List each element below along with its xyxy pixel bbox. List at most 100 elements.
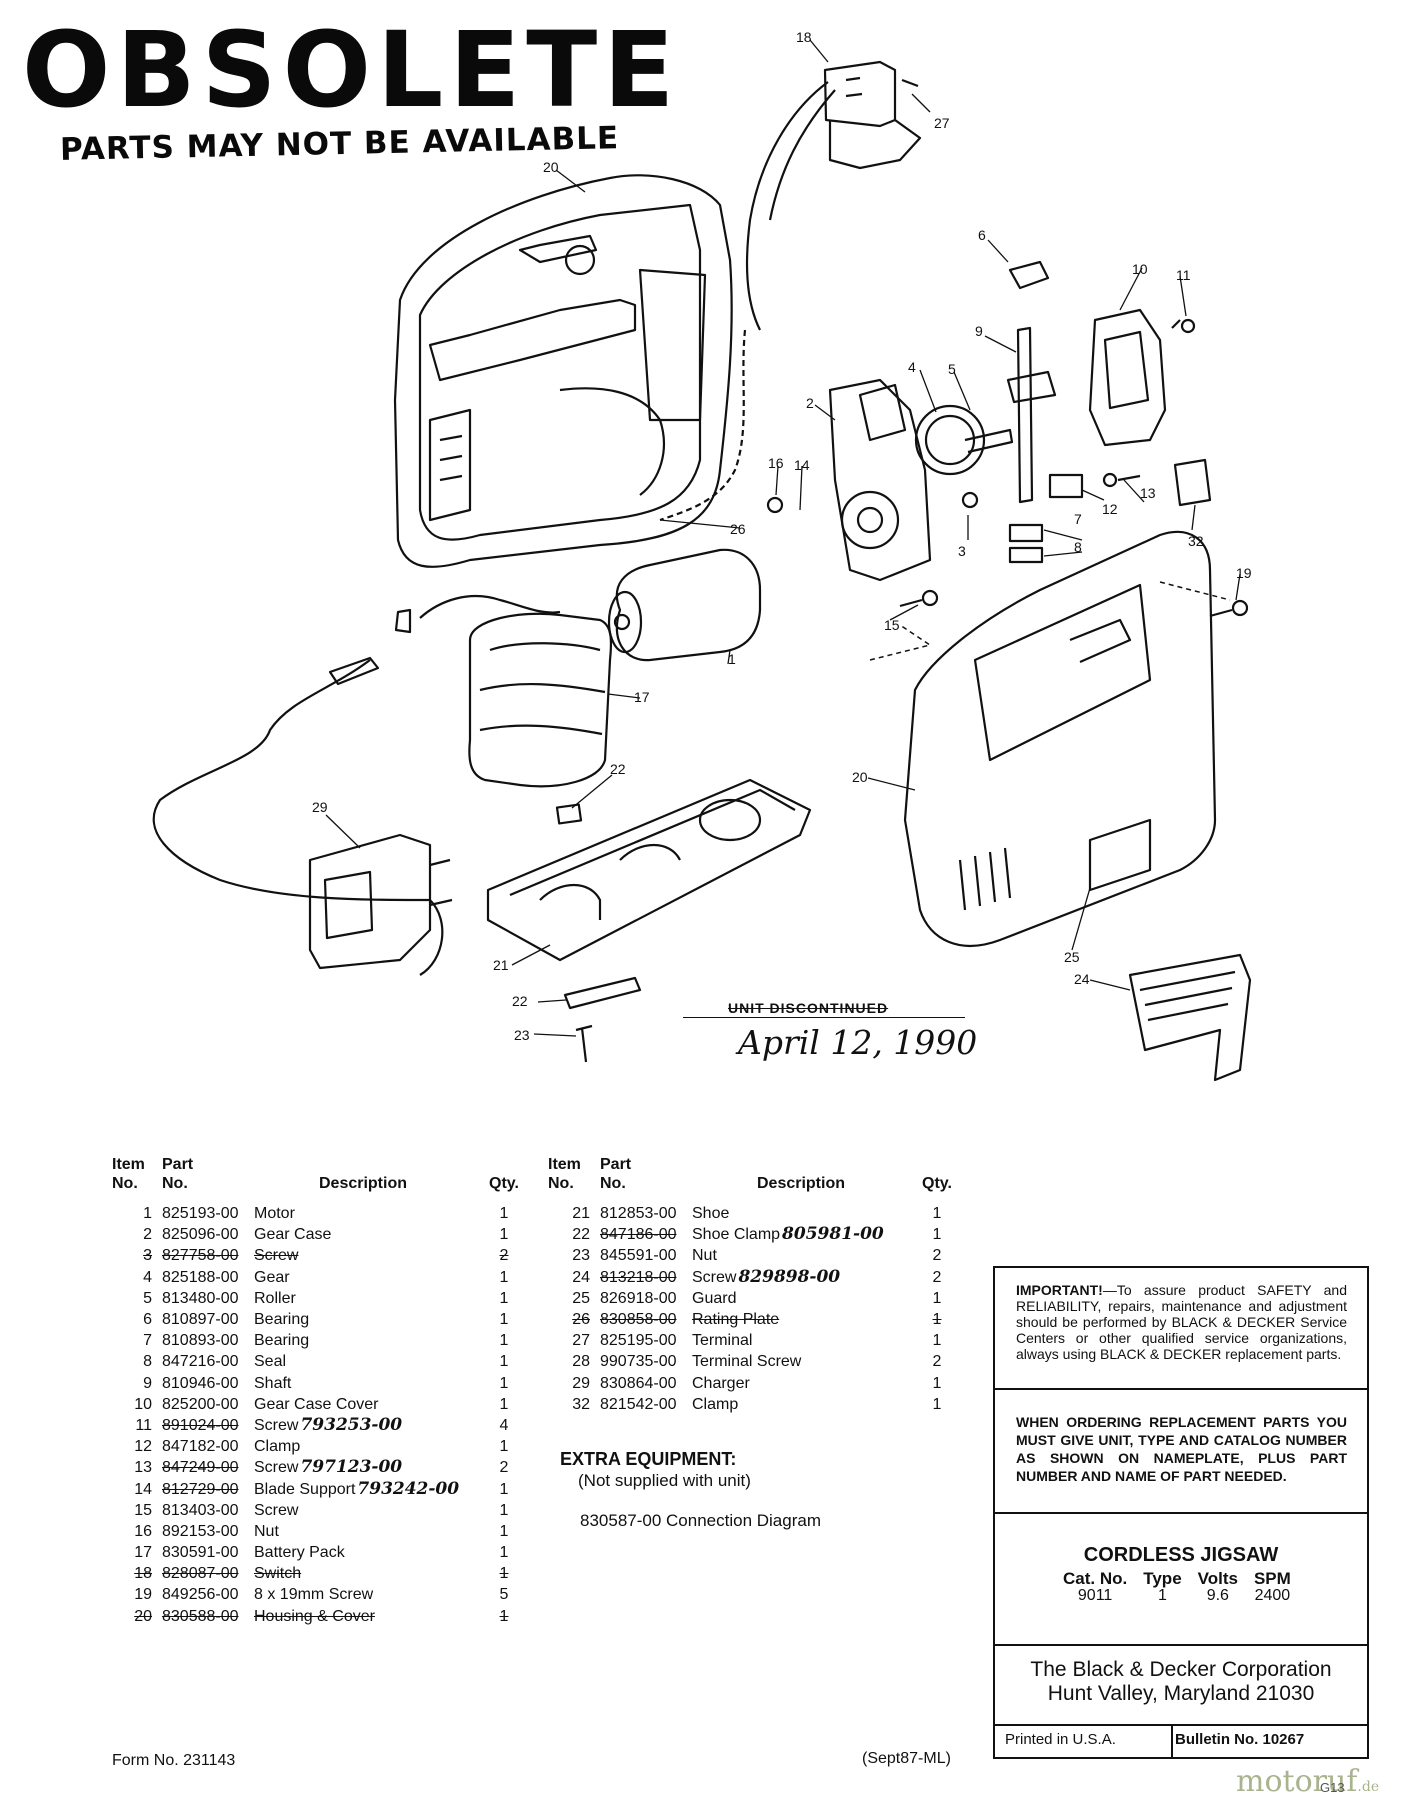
callout-13: 13	[1140, 485, 1156, 501]
part-number: 830588-00	[162, 1607, 239, 1625]
part-number: 825200-00	[162, 1395, 239, 1413]
header-qty: Qty.	[922, 1175, 952, 1192]
part-number: 821542-00	[600, 1395, 677, 1413]
callout-20-right: 20	[852, 769, 868, 785]
part-description: Nut	[692, 1247, 717, 1265]
item-number: 4	[143, 1268, 152, 1286]
part-description: Clamp	[254, 1438, 301, 1456]
part-number: 847186-00	[600, 1226, 677, 1244]
part-description: Charger	[692, 1374, 750, 1392]
replacement-part-number: 829898-00	[738, 1266, 841, 1287]
part-description: Housing & Cover	[254, 1607, 375, 1625]
item-number: 7	[143, 1332, 152, 1350]
part-description: Gear Case Cover	[254, 1395, 379, 1413]
bearing	[1008, 260, 1050, 290]
callout-17: 17	[634, 689, 650, 705]
box-footer: Printed in U.S.A. Bulletin No. 10267	[995, 1726, 1367, 1757]
discontinued-date: April 12, 1990	[738, 1023, 978, 1062]
spec-value: 1	[1157, 1587, 1167, 1604]
part-number: 830858-00	[600, 1311, 677, 1329]
callout-15: 15	[884, 617, 900, 633]
callout-24: 23	[514, 1027, 530, 1043]
part-number: 825188-00	[162, 1268, 239, 1286]
part-number: 830864-00	[600, 1374, 677, 1392]
spec-header: Volts	[1197, 1569, 1238, 1588]
item-number: 27	[572, 1332, 590, 1350]
item-number: 15	[134, 1501, 152, 1519]
part-description: 8 x 19mm Screw	[254, 1586, 374, 1604]
battery-pack	[468, 612, 613, 788]
product-identity: CORDLESS JIGSAW Cat. No. Type Volts SPM …	[995, 1514, 1367, 1646]
callout-18: 18	[796, 29, 812, 45]
header-description: Description	[318, 1175, 407, 1192]
part-number: 813480-00	[162, 1289, 239, 1307]
guard	[1128, 953, 1252, 1082]
part-description: Bearing	[254, 1332, 310, 1350]
item-number: 17	[134, 1544, 152, 1562]
replacement-part-number: 797123-00	[300, 1457, 403, 1478]
part-description: Motor	[254, 1205, 295, 1223]
part-number: 847249-00	[162, 1459, 239, 1477]
callout-14: 14	[794, 457, 810, 473]
part-description: Gear	[254, 1268, 290, 1286]
shaft	[1016, 326, 1034, 504]
part-description: Bearing	[254, 1311, 310, 1329]
part-quantity: 1	[932, 1332, 942, 1350]
company-address: Hunt Valley, Maryland 21030	[1047, 1682, 1315, 1705]
item-number: 13	[134, 1459, 152, 1477]
spec-value: 9011	[1077, 1587, 1113, 1604]
part-number: 812853-00	[600, 1205, 677, 1223]
part-description: Screw	[254, 1247, 299, 1265]
date-code: (Sept87-ML)	[862, 1750, 951, 1767]
callout-28: 27	[934, 115, 950, 131]
part-number: 828087-00	[162, 1565, 239, 1583]
part-description: Clamp	[692, 1395, 739, 1413]
item-number: 12	[134, 1438, 152, 1456]
callout-21: 21	[493, 957, 509, 973]
spec-value: 9.6	[1206, 1587, 1229, 1604]
item-number: 20	[134, 1607, 152, 1625]
shoe	[486, 778, 812, 962]
item-number: 2	[143, 1226, 152, 1244]
part-number: 849256-00	[162, 1586, 239, 1604]
item-number: 24	[572, 1268, 590, 1286]
callout-29: 29	[312, 799, 328, 815]
part-description: Nut	[254, 1522, 279, 1540]
callout-27: 26	[730, 521, 746, 537]
item-number: 3	[143, 1247, 152, 1265]
part-number: 812729-00	[162, 1480, 239, 1498]
item-number: 32	[572, 1395, 590, 1413]
callout-8: 8	[1074, 539, 1082, 555]
item-number: 16	[134, 1522, 152, 1540]
item-number: 10	[134, 1395, 152, 1413]
item-number: 6	[143, 1311, 152, 1329]
spec-table: Cat. No. Type Volts SPM 9011 1 9.6 2400	[1055, 1570, 1299, 1604]
part-description: Shaft	[254, 1374, 292, 1392]
part-quantity: 2	[499, 1247, 509, 1265]
gear-case-cover	[1088, 308, 1167, 447]
part-description: Switch	[254, 1565, 302, 1583]
part-number: 825195-00	[600, 1332, 677, 1350]
callout-4: 4	[908, 359, 916, 375]
part-number: 825193-00	[162, 1205, 239, 1223]
part-quantity: 2	[932, 1268, 942, 1286]
part-quantity: 1	[499, 1607, 509, 1625]
